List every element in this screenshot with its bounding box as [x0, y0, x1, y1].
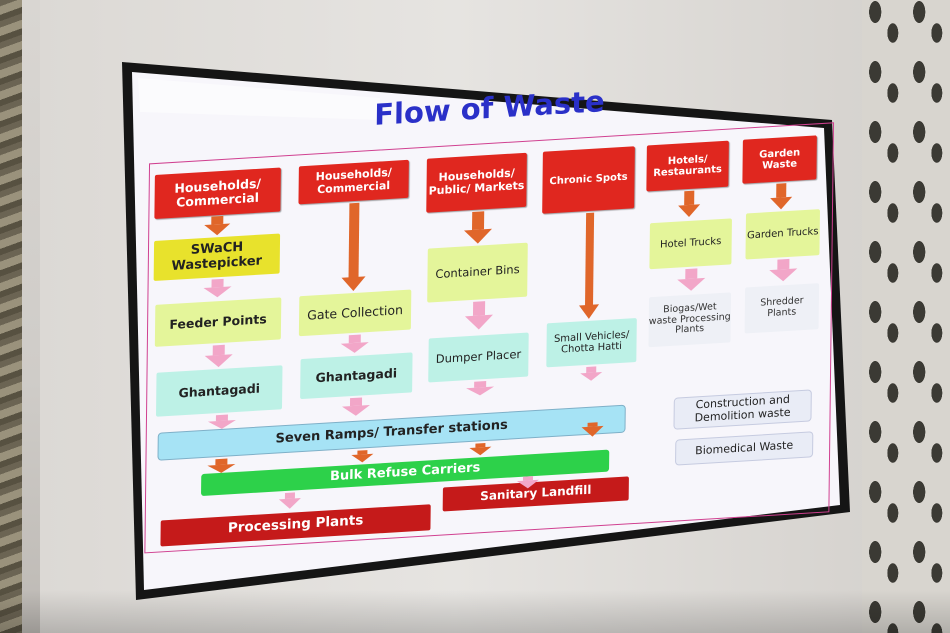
gate-collection: Gate Collection: [298, 289, 412, 337]
screen-glare: [138, 78, 380, 120]
ghantagadi-1: Ghantagadi: [155, 365, 283, 417]
source-hotels-restaurants: Hotels/ Restaurants: [646, 140, 729, 192]
wallpaper-right: [862, 0, 950, 633]
slide: Flow of Waste Households/ Commercial Hou…: [134, 42, 840, 584]
wallpaper-left: [0, 0, 22, 633]
feeder-points: Feeder Points: [154, 297, 282, 347]
garden-trucks: Garden Trucks: [745, 209, 821, 260]
source-chronic-spots: Chronic Spots: [542, 146, 635, 214]
biogas-wet-waste-plants: Biogas/Wet waste Processing Plants: [648, 292, 732, 348]
source-households-commercial-2: Households/ Commercial: [298, 159, 409, 205]
hotel-trucks: Hotel Trucks: [649, 218, 732, 270]
source-garden-waste: Garden Waste: [742, 135, 817, 184]
container-bins: Container Bins: [427, 242, 528, 303]
ghantagadi-2: Ghantagadi: [300, 352, 413, 400]
source-households-public-markets: Households/ Public/ Markets: [426, 152, 527, 213]
small-vehicles-chotta-hatti: Small Vehicles/ Chotta Hatti: [546, 318, 637, 368]
shredder-plants: Shredder Plants: [744, 283, 820, 334]
dumper-placer: Dumper Placer: [428, 332, 529, 383]
swach-wastepicker: SWaCH Wastepicker: [153, 233, 281, 282]
source-households-commercial-1: Households/ Commercial: [154, 167, 281, 220]
